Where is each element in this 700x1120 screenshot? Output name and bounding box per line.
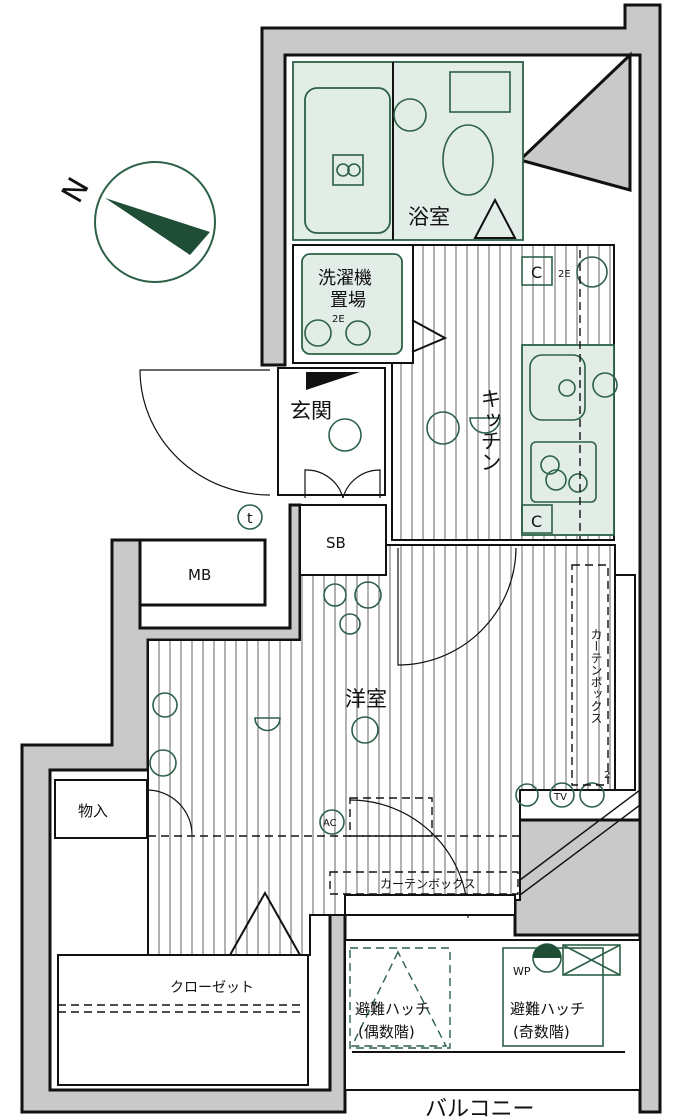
phone-outlet-label: t [247,511,253,527]
hatch-odd-label-line2: (奇数階) [513,1023,570,1041]
cupboard-bottom-label: C [531,512,542,531]
bathroom-unit: 浴室 [292,61,524,241]
hatch-even-label-line2: (偶数階) [358,1023,415,1041]
entrance-label: 玄関 [290,399,332,423]
laundry-label-line2: 置場 [330,290,366,311]
storage [54,779,148,839]
outlet-count-label: 2 [604,770,610,781]
shoe-box-label: SB [326,534,346,552]
balcony: 避難ハッチ (偶数階) WP 避難ハッチ (奇数階) バルコニー [344,939,641,1120]
compass-north-label: N [55,172,97,209]
bathroom-label: 浴室 [408,205,450,229]
kitchen-label: キッチン [478,388,502,472]
storage-label: 物入 [78,802,108,820]
western-room-label: 洋室 [345,687,387,711]
entrance-door-swing [139,369,271,496]
balcony-label: バルコニー [425,1097,535,1120]
curtain-box-vertical-label: カーテンボックス [589,628,603,724]
hatch-even-label-line1: 避難ハッチ [355,1000,430,1018]
laundry-area: 洗濯機 置場 2E [292,244,448,364]
compass: N [55,161,216,283]
meter-box-label: MB [188,566,211,584]
laundry-label-line1: 洗濯機 [318,268,372,289]
tv-outlet-label: TV [553,792,567,803]
closet-label: クローゼット [170,980,254,996]
western-room-details: 洋室 TV 2 AC カーテンボックス カーテンボックス [148,547,636,919]
shoe-box [299,504,387,576]
entrance-area: 玄関 [139,367,386,499]
meter-box [138,538,267,607]
ac-label: AC [323,818,337,829]
wp-label: WP [513,965,531,978]
kitchen-area: C C 2E キッチン [426,250,618,540]
hatch-odd-label-line1: 避難ハッチ [510,1000,585,1018]
kitchen-outlet-label: 2E [558,269,571,280]
curtain-box-horizontal-label: カーテンボックス [380,877,476,891]
closet: クローゼット [57,890,309,1086]
cupboard-top-label: C [531,263,542,282]
laundry-outlet-label: 2E [332,314,345,325]
